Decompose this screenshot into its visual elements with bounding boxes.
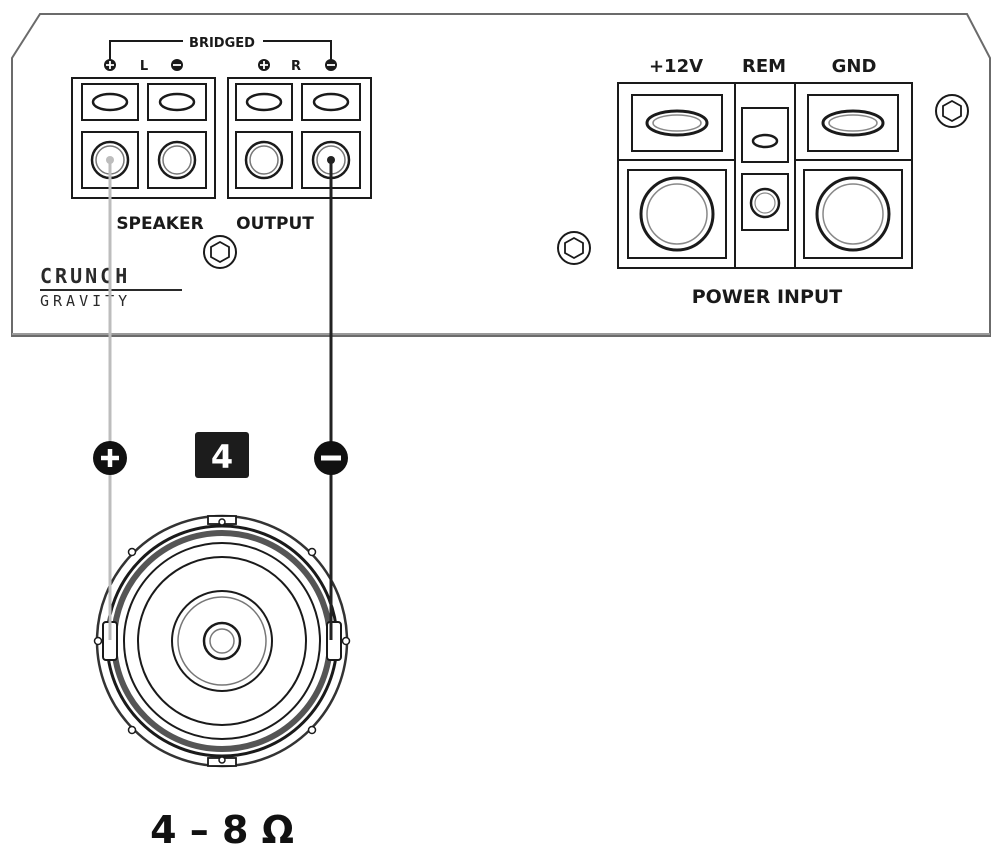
terminal-gnd — [803, 94, 903, 259]
speaker-caption: SPEAKER — [116, 214, 203, 234]
mounting-screw-right — [935, 94, 969, 128]
plus-symbol-right — [258, 59, 270, 71]
terminal-rem — [741, 107, 789, 231]
minus-symbol-right — [325, 59, 337, 71]
logo-line-2: GRAVITY — [40, 292, 131, 310]
power-input-caption: POWER INPUT — [692, 286, 843, 308]
impedance-label: 4 – 8 Ω — [150, 808, 294, 851]
plus-circle-icon — [93, 441, 127, 475]
channel-left-label: L — [140, 59, 148, 74]
terminal-right-positive — [235, 83, 293, 189]
terminal-12v — [627, 94, 727, 259]
minus-circle-icon — [314, 441, 348, 475]
logo-line-1: CRUNCH — [40, 264, 130, 288]
terminal-12v-label: +12V — [649, 56, 703, 77]
mounting-screw-left — [203, 235, 237, 269]
channel-right-label: R — [291, 59, 301, 74]
power-input-block: +12V REM GND — [617, 56, 913, 308]
terminal-left-negative — [147, 83, 207, 189]
terminal-gnd-label: GND — [832, 56, 877, 77]
speaker-count-badge: 4 — [195, 432, 249, 478]
crunch-gravity-logo: CRUNCH GRAVITY — [40, 264, 182, 310]
speaker-output-block: BRIDGED L R — [71, 36, 372, 234]
speaker-count-text: 4 — [211, 438, 233, 476]
speaker-negative-tab — [326, 621, 342, 661]
bridged-bracket — [109, 40, 332, 60]
speaker-drawing — [93, 514, 351, 768]
plus-symbol-left — [104, 59, 116, 71]
mounting-screw-center — [557, 231, 591, 265]
minus-symbol-left — [171, 59, 183, 71]
terminal-rem-label: REM — [742, 56, 786, 77]
output-caption: OUTPUT — [236, 214, 314, 234]
bridged-label: BRIDGED — [189, 36, 255, 51]
